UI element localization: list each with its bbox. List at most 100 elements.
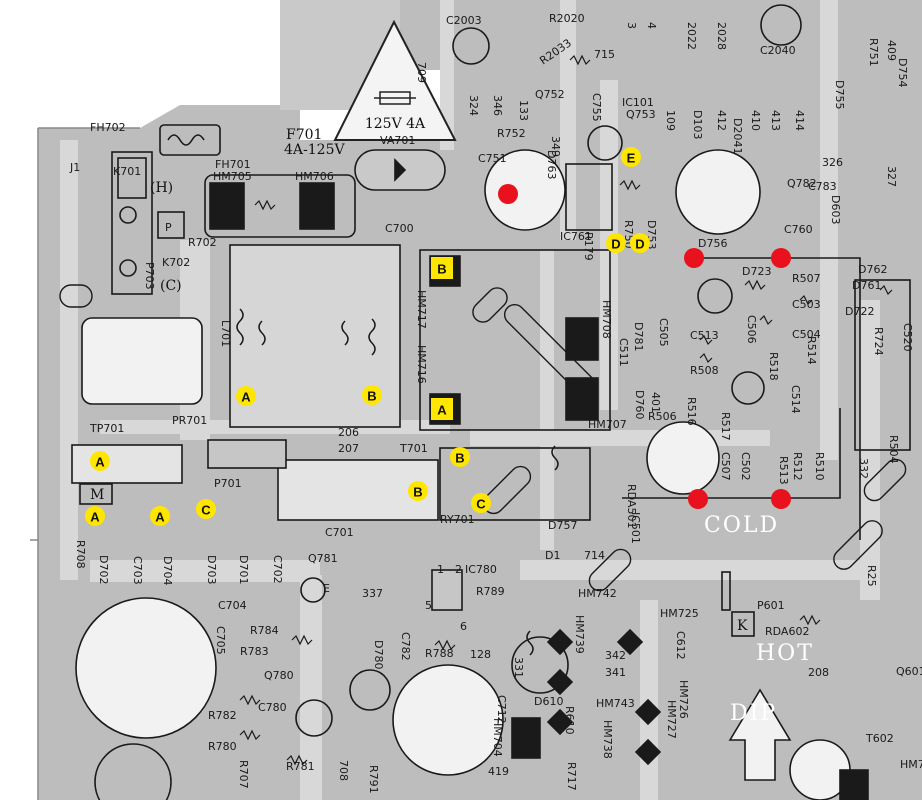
- designator-d762: D762: [858, 263, 887, 276]
- designator-ic761: IC761: [560, 230, 592, 243]
- designator-d610: D610: [534, 695, 563, 708]
- designator-r788: R788: [425, 647, 454, 660]
- designator-fh701: FH701: [215, 158, 251, 171]
- marker-label: C: [476, 497, 486, 512]
- designator-d756: D756: [698, 237, 727, 250]
- designator-hm7: HM7: [900, 758, 922, 771]
- designator-r25: R25: [865, 565, 878, 587]
- designator-q601: Q601: [896, 665, 922, 678]
- designator-r717: R717: [565, 762, 578, 791]
- designator-401: 401: [649, 392, 662, 413]
- designator-ic780: IC780: [465, 563, 497, 576]
- designator-413: 413: [769, 110, 782, 131]
- designator-c505: C505: [657, 318, 670, 347]
- marker-label: E: [627, 151, 636, 166]
- designator-q782: Q782: [787, 177, 817, 190]
- designator-hm738: HM738: [601, 720, 614, 759]
- marker-label: B: [413, 485, 422, 500]
- designator-r707: R707: [237, 760, 250, 789]
- designator-hm743: HM743: [596, 697, 635, 710]
- designator-c513: C513: [690, 329, 719, 342]
- marker-label: D: [635, 237, 644, 252]
- test-point-b: B: [362, 385, 382, 405]
- marker-shape: [630, 233, 650, 253]
- designator-r610: R610: [563, 706, 576, 735]
- designator-hm717: HM717: [415, 290, 428, 329]
- designator-q752: Q752: [535, 88, 565, 101]
- designator-ic501: IC501: [629, 512, 642, 544]
- designator-1: 1: [437, 563, 444, 576]
- designator-d757: D757: [548, 519, 577, 532]
- designator-c2003: C2003: [446, 14, 482, 27]
- designator-r516: R516: [685, 397, 698, 426]
- designator-128: 128: [470, 648, 491, 661]
- designator-c755: C755: [590, 93, 603, 122]
- designator-q753: Q753: [626, 108, 656, 121]
- designator-d701: D701: [237, 555, 250, 584]
- designator-331: 331: [512, 657, 525, 678]
- designator-d103: D103: [691, 110, 704, 139]
- designator-r789: R789: [476, 585, 505, 598]
- designator-c504: C504: [792, 328, 821, 341]
- marker-label: D: [611, 237, 620, 252]
- marker-shape: [606, 233, 626, 253]
- marker-shape: [236, 386, 256, 406]
- test-point-c: C: [196, 499, 216, 519]
- designator-715: 715: [594, 48, 615, 61]
- designator-r513: R513: [777, 456, 790, 485]
- marker-shape: [150, 506, 170, 526]
- designator-412: 412: [715, 110, 728, 131]
- probe-point: [771, 248, 791, 268]
- designator-k701: K701: [113, 165, 141, 178]
- designator-d702: D702: [97, 555, 110, 584]
- designator-c705: C705: [214, 626, 227, 655]
- designator-c702: C702: [271, 555, 284, 584]
- designator-c751: C751: [478, 152, 507, 165]
- connector-label-m: M: [90, 487, 104, 503]
- designator-2028: 2028: [715, 22, 728, 50]
- designator-ry701: RY701: [440, 513, 475, 526]
- zone-label-cold: COLD: [704, 513, 779, 538]
- test-point-b: B: [408, 481, 428, 501]
- test-point-d: D: [630, 233, 650, 253]
- designator-d760: D760: [633, 390, 646, 419]
- designator-2022: 2022: [685, 22, 698, 50]
- designator-p703: P703: [143, 262, 156, 290]
- designator-206: 206: [338, 426, 359, 439]
- zone-label-dip: DIP: [730, 701, 777, 726]
- designator-r708: R708: [74, 540, 87, 569]
- test-point-a: A: [236, 386, 256, 406]
- designator-fh702: FH702: [90, 121, 126, 134]
- test-point-a: A: [85, 506, 105, 526]
- designator-349: 349: [549, 136, 562, 157]
- designator-r506: R506: [648, 410, 677, 423]
- probe-point: [688, 489, 708, 509]
- designator-r2020: R2020: [549, 12, 585, 25]
- marker-shape: [431, 257, 453, 279]
- designator-c704: C704: [218, 599, 247, 612]
- designator-332: 332: [857, 458, 870, 479]
- designator-hm706: HM706: [295, 170, 334, 183]
- designator-r510: R510: [813, 452, 826, 481]
- marker-shape: [408, 481, 428, 501]
- designator-d722: D722: [845, 305, 874, 318]
- test-point-b: B: [450, 447, 470, 467]
- designator-d761: D761: [852, 279, 881, 292]
- fuse-rating: 4A-125V: [284, 142, 345, 158]
- designator-419: 419: [488, 765, 509, 778]
- designator-c783: C783: [808, 180, 837, 193]
- marker-shape: [471, 493, 491, 513]
- designator-133: 133: [517, 100, 530, 121]
- marker-shape: [362, 385, 382, 405]
- designator-c612: C612: [674, 631, 687, 660]
- designator-hm739: HM739: [573, 615, 586, 654]
- marker-shape: [621, 147, 641, 167]
- designator-409: 409: [885, 40, 898, 61]
- marker-label: A: [241, 390, 251, 405]
- designator-ic101: IC101: [622, 96, 654, 109]
- designator-c701: C701: [325, 526, 354, 539]
- marker-shape: [85, 506, 105, 526]
